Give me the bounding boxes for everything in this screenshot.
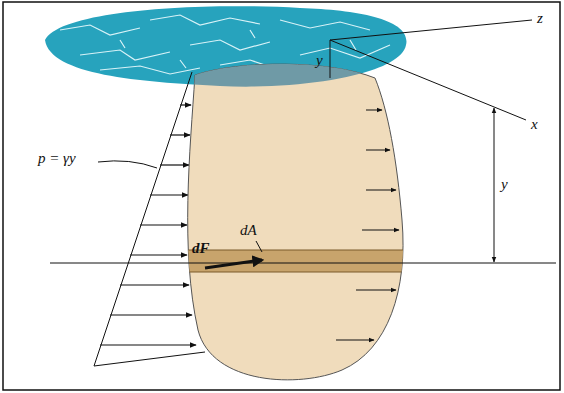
- force-label: dF: [192, 240, 210, 257]
- leader-line: [256, 241, 262, 252]
- submerged-plate: [188, 64, 403, 380]
- force-arrow: [205, 260, 262, 268]
- depth-line: [50, 263, 556, 264]
- leader-line: [98, 161, 157, 168]
- pressure-arrows-right: [336, 110, 399, 340]
- dimension-label: y: [501, 176, 508, 193]
- axis-label: z: [537, 10, 543, 27]
- pressure-arrows: [100, 105, 196, 345]
- pressure-label: p = γy: [38, 150, 76, 167]
- axis-label: y: [316, 52, 323, 69]
- area-label: dA: [240, 222, 257, 239]
- frame: [3, 2, 560, 390]
- plate-under-surface: [150, 0, 450, 120]
- axes: [330, 20, 532, 120]
- axis-label: x: [531, 116, 538, 133]
- dimension-line: [494, 108, 495, 262]
